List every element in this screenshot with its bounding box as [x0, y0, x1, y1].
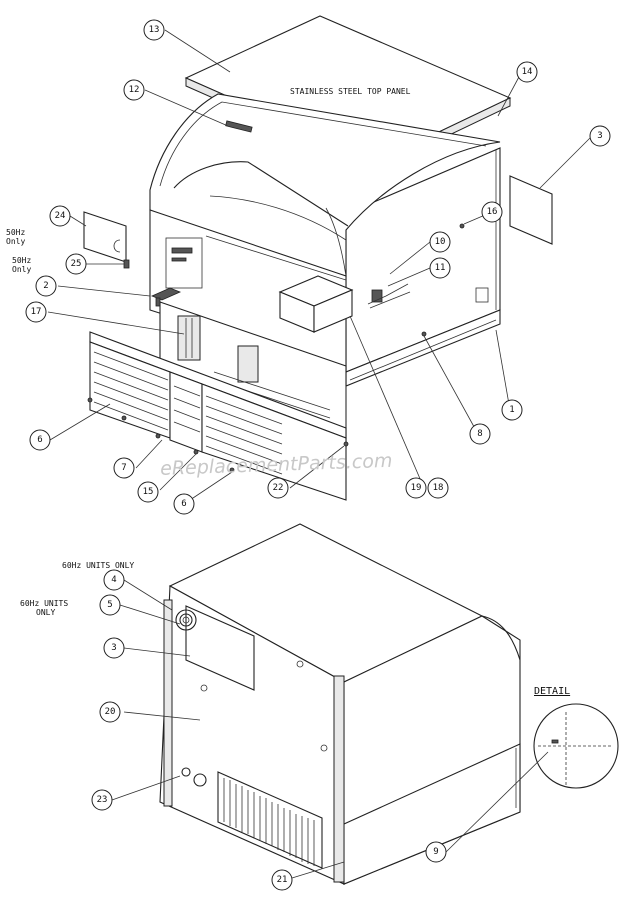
- callout-7: 7: [113, 457, 135, 479]
- plate-50hz: [83, 211, 127, 263]
- svg-text:2: 2: [43, 281, 48, 291]
- callout-13: 13: [143, 19, 165, 41]
- svg-text:22: 22: [273, 483, 284, 493]
- svg-text:9: 9: [433, 847, 438, 857]
- cabinet-right-side: [345, 147, 501, 387]
- svg-text:13: 13: [149, 25, 160, 35]
- rear-right-side: [343, 615, 521, 885]
- svg-text:7: 7: [121, 463, 126, 473]
- svg-text:18: 18: [433, 483, 444, 493]
- svg-text:3: 3: [597, 131, 602, 141]
- rear-vent: [217, 771, 323, 869]
- svg-text:15: 15: [143, 487, 154, 497]
- hz60-note-b-line1: 60Hz UNITS: [20, 599, 68, 608]
- svg-text:10: 10: [435, 237, 446, 247]
- detail-view: [533, 703, 619, 789]
- top-panel-label: STAINLESS STEEL TOP PANEL: [290, 87, 411, 96]
- front-assembly: [83, 15, 553, 501]
- water-box: [278, 275, 354, 333]
- callout-19: 19: [405, 477, 427, 499]
- svg-text:3: 3: [111, 643, 116, 653]
- callout-2: 2: [35, 275, 57, 297]
- svg-text:6: 6: [37, 435, 42, 445]
- callout-15: 15: [137, 481, 159, 503]
- svg-text:24: 24: [55, 211, 66, 221]
- front-grille: [89, 331, 347, 501]
- svg-text:4: 4: [111, 575, 116, 585]
- callout-23: 23: [91, 789, 113, 811]
- hz50-note-a-line2: Only: [6, 237, 25, 246]
- hz50-note-b-line1: 50Hz: [12, 256, 31, 265]
- callout-20: 20: [99, 701, 121, 723]
- callout-14: 14: [516, 61, 538, 83]
- callout-6-top: 6: [29, 429, 51, 451]
- callout-24: 24: [49, 205, 71, 227]
- callout-17: 17: [25, 301, 47, 323]
- hz50-note-a-line1: 50Hz: [6, 228, 25, 237]
- callout-5: 5: [99, 594, 121, 616]
- callout-9: 9: [425, 841, 447, 863]
- hz50-note-b-line2: Only: [12, 265, 31, 274]
- latch-part-2: [123, 259, 182, 307]
- svg-text:14: 14: [522, 67, 533, 77]
- callout-6-bottom: 6: [173, 493, 195, 515]
- callout-22: 22: [267, 477, 289, 499]
- callout-3-top: 3: [589, 125, 611, 147]
- svg-text:1: 1: [509, 405, 514, 415]
- rear-frame-rail: [163, 599, 345, 883]
- callout-8: 8: [469, 423, 491, 445]
- svg-text:25: 25: [71, 259, 82, 269]
- rear-connections: [181, 660, 328, 787]
- inlet-coil: [175, 609, 197, 631]
- svg-text:23: 23: [97, 795, 108, 805]
- callout-3-bottom: 3: [103, 637, 125, 659]
- callout-4: 4: [103, 569, 125, 591]
- screws: [87, 223, 465, 473]
- label-plate-part-3: [185, 605, 255, 691]
- watermark: eReplacementParts.com: [160, 450, 393, 480]
- svg-text:20: 20: [105, 707, 116, 717]
- rear-panel-part-3: [509, 175, 553, 245]
- leader-lines: [47, 29, 591, 879]
- callout-21: 21: [271, 869, 293, 891]
- hz60-note-a: 60Hz UNITS ONLY: [62, 561, 134, 570]
- svg-text:17: 17: [31, 307, 42, 317]
- svg-text:11: 11: [435, 263, 446, 273]
- detail-label: DETAIL: [534, 686, 570, 697]
- callout-12: 12: [123, 79, 145, 101]
- callout-11: 11: [429, 257, 451, 279]
- rear-assembly: [159, 523, 619, 885]
- callout-1: 1: [501, 399, 523, 421]
- svg-text:6: 6: [181, 499, 186, 509]
- callout-18: 18: [427, 477, 449, 499]
- svg-text:12: 12: [129, 85, 140, 95]
- svg-text:21: 21: [277, 875, 288, 885]
- svg-text:8: 8: [477, 429, 482, 439]
- float-valve: [367, 283, 411, 309]
- hz60-note-b-line2: ONLY: [36, 608, 55, 617]
- callout-10: 10: [429, 231, 451, 253]
- callout-16: 16: [481, 201, 503, 223]
- svg-text:19: 19: [411, 483, 422, 493]
- svg-text:5: 5: [107, 600, 112, 610]
- svg-text:16: 16: [487, 207, 498, 217]
- callout-25: 25: [65, 253, 87, 275]
